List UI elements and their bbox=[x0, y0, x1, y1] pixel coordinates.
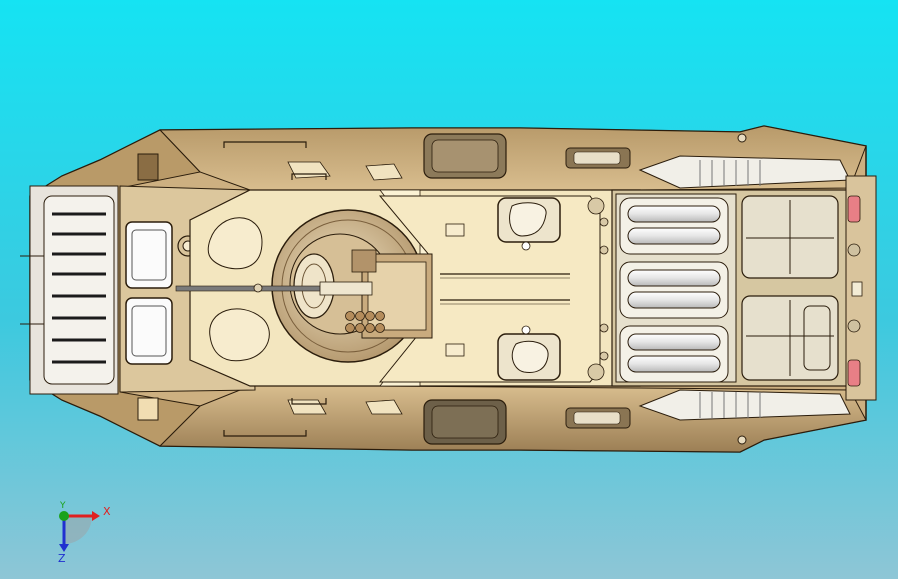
driver-hatch-right bbox=[125, 297, 173, 365]
radiator-grilles bbox=[619, 197, 729, 383]
ammo-rack bbox=[345, 311, 385, 333]
grille-slats bbox=[52, 212, 106, 364]
x-axis-label: X bbox=[103, 505, 111, 518]
exhaust-cylinder-bottom bbox=[638, 389, 851, 421]
y-axis-label: Y bbox=[60, 501, 66, 511]
z-axis-label: Z bbox=[58, 552, 66, 565]
y-axis-dot bbox=[59, 511, 69, 521]
driver-hatch-left bbox=[125, 221, 173, 289]
exhaust-cylinder-top bbox=[638, 155, 851, 189]
